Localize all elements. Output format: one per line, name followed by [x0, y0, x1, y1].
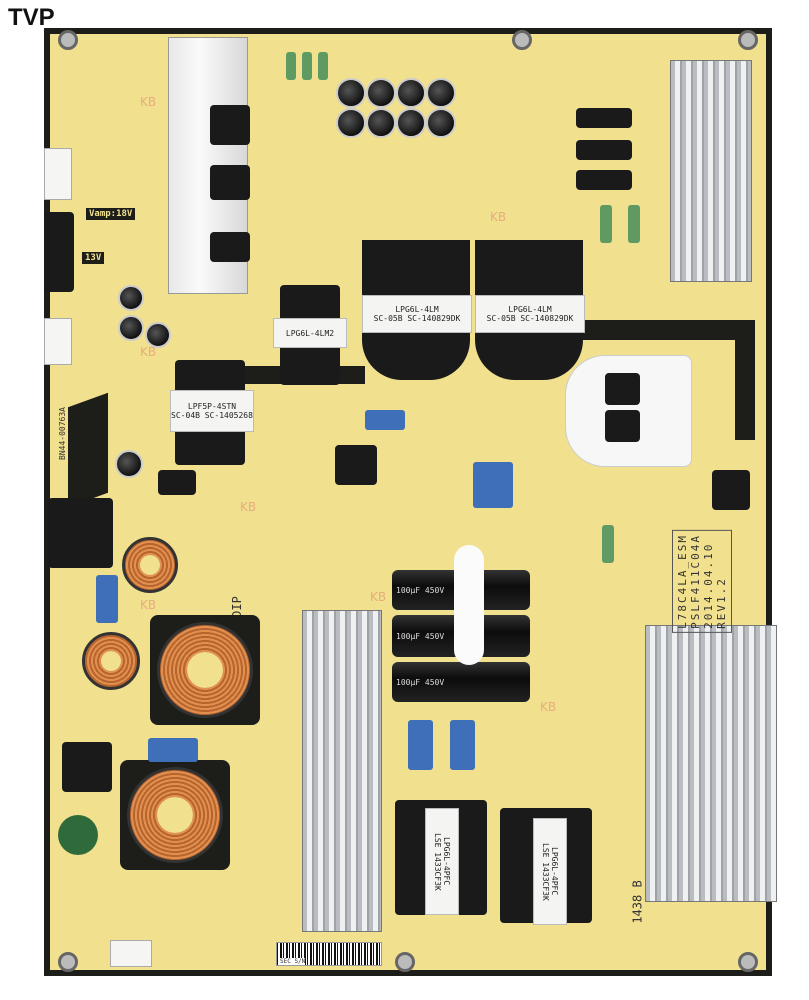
- connector[interactable]: [44, 212, 74, 292]
- heatsink-right-bottom: [645, 625, 777, 902]
- transformer-model: LPF5P-4STN: [187, 402, 237, 411]
- ic-chip: [158, 470, 196, 495]
- model-line: 2014.04.10: [702, 542, 715, 629]
- mounting-hole: [58, 952, 78, 972]
- transformer-code: SC-05B SC-140829DK: [486, 314, 574, 323]
- transformer-model: LPG6L-4LM: [508, 305, 552, 314]
- inductor: [335, 445, 377, 485]
- transformer-label: LPG6L-4LM2: [273, 318, 347, 348]
- transformer-label: LPG6L-4PFC LSE 1433CF3K: [425, 808, 459, 915]
- transformer-label: LPG6L-4LM SC-05B SC-140829DK: [362, 295, 472, 333]
- model-line: L78C4LA_ESM: [676, 534, 689, 629]
- voltage-tag: Vamp:18V: [86, 208, 136, 220]
- transformer-model: LPG6L-4LM2: [285, 328, 335, 338]
- toroid-inductor: [127, 767, 223, 863]
- capacitor: [366, 78, 396, 108]
- connector[interactable]: [44, 148, 72, 200]
- capacitor: [118, 315, 144, 341]
- mounting-hole: [58, 30, 78, 50]
- mounting-hole: [738, 952, 758, 972]
- capacitor-rating: 100μF 450V: [396, 631, 445, 641]
- inductor: [576, 140, 632, 160]
- capacitor: [396, 108, 426, 138]
- capacitor: [396, 78, 426, 108]
- date-code: 1438 B: [630, 880, 645, 924]
- glue-blob: [454, 545, 484, 665]
- resistor: [318, 52, 328, 80]
- resistor: [602, 525, 614, 563]
- model-block: L78C4LA_ESM PSLF411C04A 2014.04.10 REV1.…: [672, 530, 732, 633]
- inductor: [712, 470, 750, 510]
- film-capacitor: [408, 720, 433, 770]
- transformer-code: LSE 1433CF3K: [433, 832, 442, 891]
- model-line: PSLF411C04A: [689, 534, 702, 629]
- mounting-hole: [395, 952, 415, 972]
- heatsink-top-right: [670, 60, 752, 282]
- mosfet: [605, 373, 640, 405]
- transformer-model: LPG6L-4PFC: [550, 847, 559, 896]
- toroid-inductor: [122, 537, 178, 593]
- inductor: [576, 108, 632, 128]
- connector[interactable]: [44, 318, 72, 365]
- kb-mark: KB: [540, 700, 557, 714]
- transformer-code: SC-04B SC-1405268: [171, 411, 253, 420]
- capacitor: [426, 78, 456, 108]
- resistor: [302, 52, 312, 80]
- capacitor: [336, 78, 366, 108]
- toroid-inductor: [157, 622, 253, 718]
- capacitor-rating: 100μF 450V: [396, 585, 445, 595]
- mosfet: [605, 410, 640, 442]
- transformer-code: SC-05B SC-140829DK: [373, 314, 461, 323]
- resistor: [600, 205, 612, 243]
- mounting-hole: [738, 30, 758, 50]
- capacitor-rating: 100μF 450V: [396, 677, 445, 687]
- kb-mark: KB: [240, 500, 257, 514]
- capacitor: [336, 108, 366, 138]
- film-capacitor: [148, 738, 198, 762]
- kb-mark: KB: [370, 590, 387, 604]
- watermark: TVP: [8, 4, 55, 31]
- isolation-trace: [68, 392, 108, 508]
- capacitor: [366, 108, 396, 138]
- toroid-inductor: [82, 632, 140, 690]
- film-capacitor: [96, 575, 118, 623]
- transformer-label: LPF5P-4STN SC-04B SC-1405268: [170, 390, 254, 432]
- inductor: [576, 170, 632, 190]
- capacitor: [115, 450, 143, 478]
- capacitor: [145, 322, 171, 348]
- resistor: [628, 205, 640, 243]
- isolation-trace: [735, 320, 755, 440]
- mosfet: [210, 105, 250, 145]
- kb-mark: KB: [490, 210, 507, 224]
- relay: [48, 498, 113, 568]
- film-capacitor: [365, 410, 405, 430]
- film-capacitor: [473, 462, 513, 508]
- film-capacitor: [450, 720, 475, 770]
- kb-mark: KB: [140, 95, 157, 109]
- kb-mark: KB: [140, 598, 157, 612]
- isolation-trace: [580, 320, 750, 340]
- common-mode-choke: [62, 742, 112, 792]
- voltage-tag: 13V: [82, 252, 105, 264]
- mosfet: [210, 232, 250, 262]
- transformer-label: LPG6L-4PFC LSE 1433CF3K: [533, 818, 567, 925]
- mosfet: [210, 165, 250, 200]
- resistor: [286, 52, 296, 80]
- transformer-model: LPG6L-4PFC: [442, 837, 451, 886]
- model-line: REV1.2: [715, 577, 728, 629]
- capacitor: [426, 108, 456, 138]
- connector[interactable]: [110, 940, 152, 967]
- varistor: [58, 815, 98, 855]
- kb-mark: KB: [140, 345, 157, 359]
- heatsink-center-bottom: [302, 610, 382, 932]
- transformer-model: LPG6L-4LM: [395, 305, 439, 314]
- transformer-label: LPG6L-4LM SC-05B SC-140829DK: [475, 295, 585, 333]
- bulk-capacitor: 100μF 450V: [392, 662, 530, 702]
- capacitor: [118, 285, 144, 311]
- part-number: BN44-00763A: [58, 407, 67, 460]
- barcode-text: SEC S/N: [280, 958, 306, 965]
- transformer-code: LSE 1433CF3K: [541, 842, 550, 901]
- mounting-hole: [512, 30, 532, 50]
